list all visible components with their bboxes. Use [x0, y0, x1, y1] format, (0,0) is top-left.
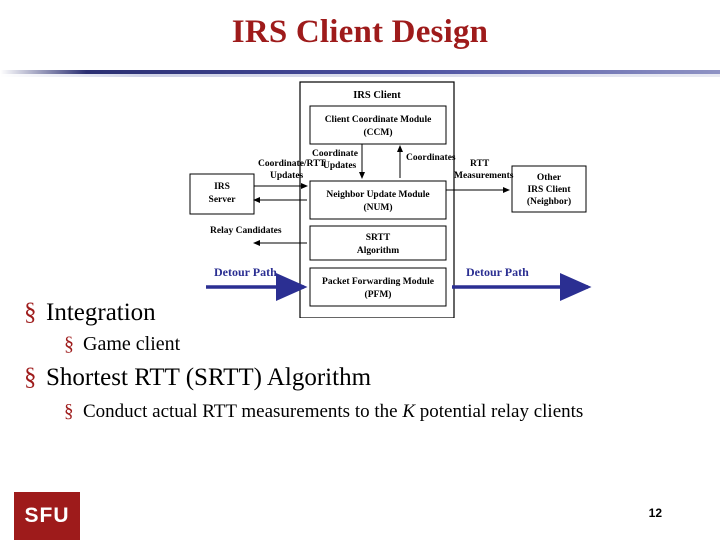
other-irs-client-line1: Other [537, 173, 562, 183]
other-irs-client-node [511, 165, 587, 213]
bullet-rtt-measurements: § Conduct actual RTT measurements to the… [64, 399, 702, 424]
ccm-box-line2: (CCM) [363, 127, 392, 138]
num-box [309, 180, 447, 220]
irs-client-container-label: IRS Client [353, 90, 401, 101]
srtt-box [309, 225, 447, 261]
bullet-marker: § [64, 401, 74, 422]
irs-server-line2: Server [209, 195, 237, 205]
label-detour-path-left: Detour Path [214, 265, 277, 279]
irs-server-line1: IRS [214, 182, 230, 192]
page-number: 12 [648, 506, 662, 520]
label-relay-candidates: Relay Candidates [210, 226, 282, 236]
title-divider-shadow [0, 74, 720, 77]
pfm-box-line1: Packet Forwarding Module [322, 277, 434, 287]
label-rtt-measurements-1: RTT [470, 159, 490, 169]
pfm-box-line2: (PFM) [365, 289, 392, 300]
label-detour-path-right: Detour Path [466, 265, 529, 279]
irs-server-node [189, 173, 255, 215]
bullet-text: Integration [46, 299, 156, 326]
bullet-text-after: potential relay clients [415, 401, 584, 422]
label-coordinate-rtt-updates-1: Coordinate/RTT [258, 159, 326, 169]
other-irs-client-line3: (Neighbor) [527, 196, 571, 207]
srtt-box-line1: SRTT [366, 233, 391, 243]
label-coordinates: Coordinates [406, 153, 456, 163]
title-divider [0, 70, 720, 74]
label-coordinate-updates-2: Updates [323, 161, 357, 171]
irs-client-architecture-diagram: IRS Client Client Coordinate Module (CCM… [176, 78, 596, 318]
bullet-marker: § [24, 299, 37, 326]
bullet-marker: § [64, 333, 74, 355]
sfu-logo: SFU [14, 492, 80, 540]
page-title: IRS Client Design [231, 14, 489, 50]
bullet-text: Shortest RTT (SRTT) Algorithm [46, 364, 372, 391]
label-coordinate-updates-1: Coordinate [312, 149, 358, 159]
bullet-game-client: § Game client [64, 331, 702, 357]
bullet-marker: § [24, 364, 37, 391]
bullet-text: Conduct actual RTT measurements to the K… [83, 399, 583, 424]
ccm-box-line1: Client Coordinate Module [325, 115, 432, 125]
bullet-integration: § Integration [24, 298, 702, 328]
bullet-list: § Integration § Game client § Shortest R… [18, 298, 702, 426]
label-coordinate-rtt-updates-2: Updates [270, 171, 304, 181]
bullet-text: Game client [83, 333, 181, 355]
bullet-text-before: Conduct actual RTT measurements to the [83, 401, 403, 422]
bullet-text-italic: K [402, 401, 416, 422]
ccm-box [309, 105, 447, 145]
num-box-line1: Neighbor Update Module [326, 190, 429, 200]
other-irs-client-line2: IRS Client [527, 185, 571, 195]
label-rtt-measurements-2: Measurements [454, 171, 514, 181]
bullet-srtt-algorithm: § Shortest RTT (SRTT) Algorithm [24, 363, 702, 393]
pfm-box [309, 267, 447, 307]
num-box-line2: (NUM) [363, 202, 392, 213]
srtt-box-line2: Algorithm [357, 246, 399, 256]
